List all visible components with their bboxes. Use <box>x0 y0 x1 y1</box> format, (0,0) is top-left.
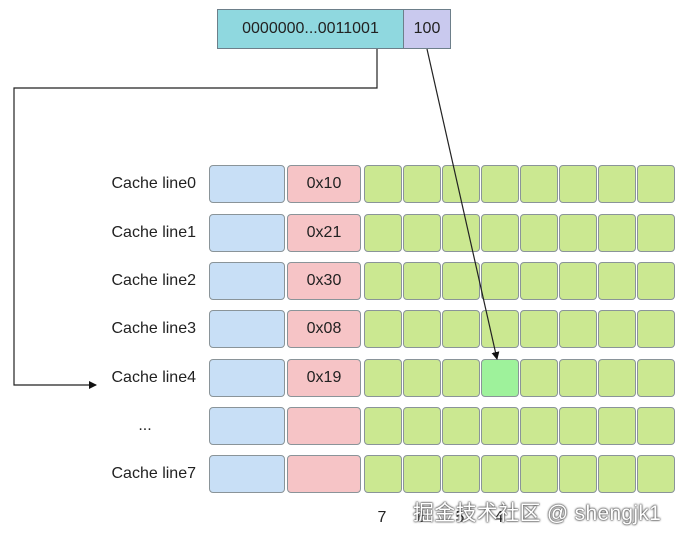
data-byte-cell <box>520 455 558 493</box>
data-byte-cell <box>442 214 480 252</box>
tag-cell: 0x30 <box>287 262 361 300</box>
data-byte-cell <box>637 165 675 203</box>
data-byte-cell <box>559 407 597 445</box>
highlighted-byte-cell <box>481 359 519 397</box>
data-byte-cell <box>520 165 558 203</box>
data-byte-cell <box>364 214 402 252</box>
address-tag-box: 0000000...0011001 <box>217 9 404 49</box>
data-byte-cell <box>559 165 597 203</box>
data-byte-cell <box>403 214 441 252</box>
valid-bit-cell <box>209 407 285 445</box>
data-byte-cell <box>637 214 675 252</box>
data-byte-cell <box>559 310 597 348</box>
valid-bit-cell <box>209 214 285 252</box>
data-byte-cell <box>481 165 519 203</box>
cache-line-label: Cache line1 <box>111 224 197 241</box>
tag-cell: 0x08 <box>287 310 361 348</box>
valid-bit-cell <box>209 359 285 397</box>
data-byte-cell <box>442 310 480 348</box>
data-byte-cell <box>364 407 402 445</box>
data-byte-cell <box>520 359 558 397</box>
data-byte-cell <box>403 407 441 445</box>
data-byte-cell <box>598 407 636 445</box>
address-offset-box: 100 <box>403 9 451 49</box>
data-byte-cell <box>364 359 402 397</box>
tag-cell: 0x21 <box>287 214 361 252</box>
watermark: 掘金技术社区 @ shengjk1 <box>413 502 662 525</box>
data-byte-cell <box>442 359 480 397</box>
data-byte-cell <box>598 214 636 252</box>
data-byte-cell <box>598 310 636 348</box>
data-byte-cell <box>364 262 402 300</box>
data-byte-cell <box>559 455 597 493</box>
byte-index-label: 6 <box>416 509 426 526</box>
data-byte-cell <box>598 455 636 493</box>
valid-bit-cell <box>209 262 285 300</box>
data-byte-cell <box>403 165 441 203</box>
tag-cell: 0x10 <box>287 165 361 203</box>
cache-line-label: Cache line4 <box>111 369 197 386</box>
data-byte-cell <box>520 214 558 252</box>
data-byte-cell <box>520 262 558 300</box>
data-byte-cell <box>598 359 636 397</box>
data-byte-cell <box>481 455 519 493</box>
data-byte-cell <box>481 214 519 252</box>
data-byte-cell <box>403 262 441 300</box>
cache-line-label: Cache line3 <box>111 320 197 337</box>
data-byte-cell <box>442 165 480 203</box>
data-byte-cell <box>403 310 441 348</box>
data-byte-cell <box>637 310 675 348</box>
cache-line-label: ... <box>138 417 152 434</box>
data-byte-cell <box>520 310 558 348</box>
data-byte-cell <box>442 455 480 493</box>
byte-index-label: 4 <box>494 509 504 526</box>
tag-cell: 0x19 <box>287 359 361 397</box>
data-byte-cell <box>364 310 402 348</box>
data-byte-cell <box>559 214 597 252</box>
data-byte-cell <box>637 455 675 493</box>
cache-line-label: Cache line2 <box>111 272 197 289</box>
data-byte-cell <box>481 407 519 445</box>
data-byte-cell <box>364 455 402 493</box>
offset-arrow <box>426 48 500 360</box>
tag-index-arrow <box>13 49 378 389</box>
tag-cell <box>287 455 361 493</box>
data-byte-cell <box>637 359 675 397</box>
data-byte-cell <box>598 165 636 203</box>
data-byte-cell <box>520 407 558 445</box>
data-byte-cell <box>403 455 441 493</box>
data-byte-cell <box>364 165 402 203</box>
data-byte-cell <box>559 359 597 397</box>
data-byte-cell <box>442 407 480 445</box>
valid-bit-cell <box>209 310 285 348</box>
valid-bit-cell <box>209 455 285 493</box>
data-byte-cell <box>481 262 519 300</box>
byte-index-label: 7 <box>377 509 387 526</box>
cache-line-label: Cache line0 <box>111 175 197 192</box>
data-byte-cell <box>598 262 636 300</box>
byte-index-label: 5 <box>455 509 465 526</box>
cache-line-label: Cache line7 <box>111 465 197 482</box>
data-byte-cell <box>637 262 675 300</box>
tag-cell <box>287 407 361 445</box>
data-byte-cell <box>403 359 441 397</box>
data-byte-cell <box>559 262 597 300</box>
valid-bit-cell <box>209 165 285 203</box>
data-byte-cell <box>637 407 675 445</box>
